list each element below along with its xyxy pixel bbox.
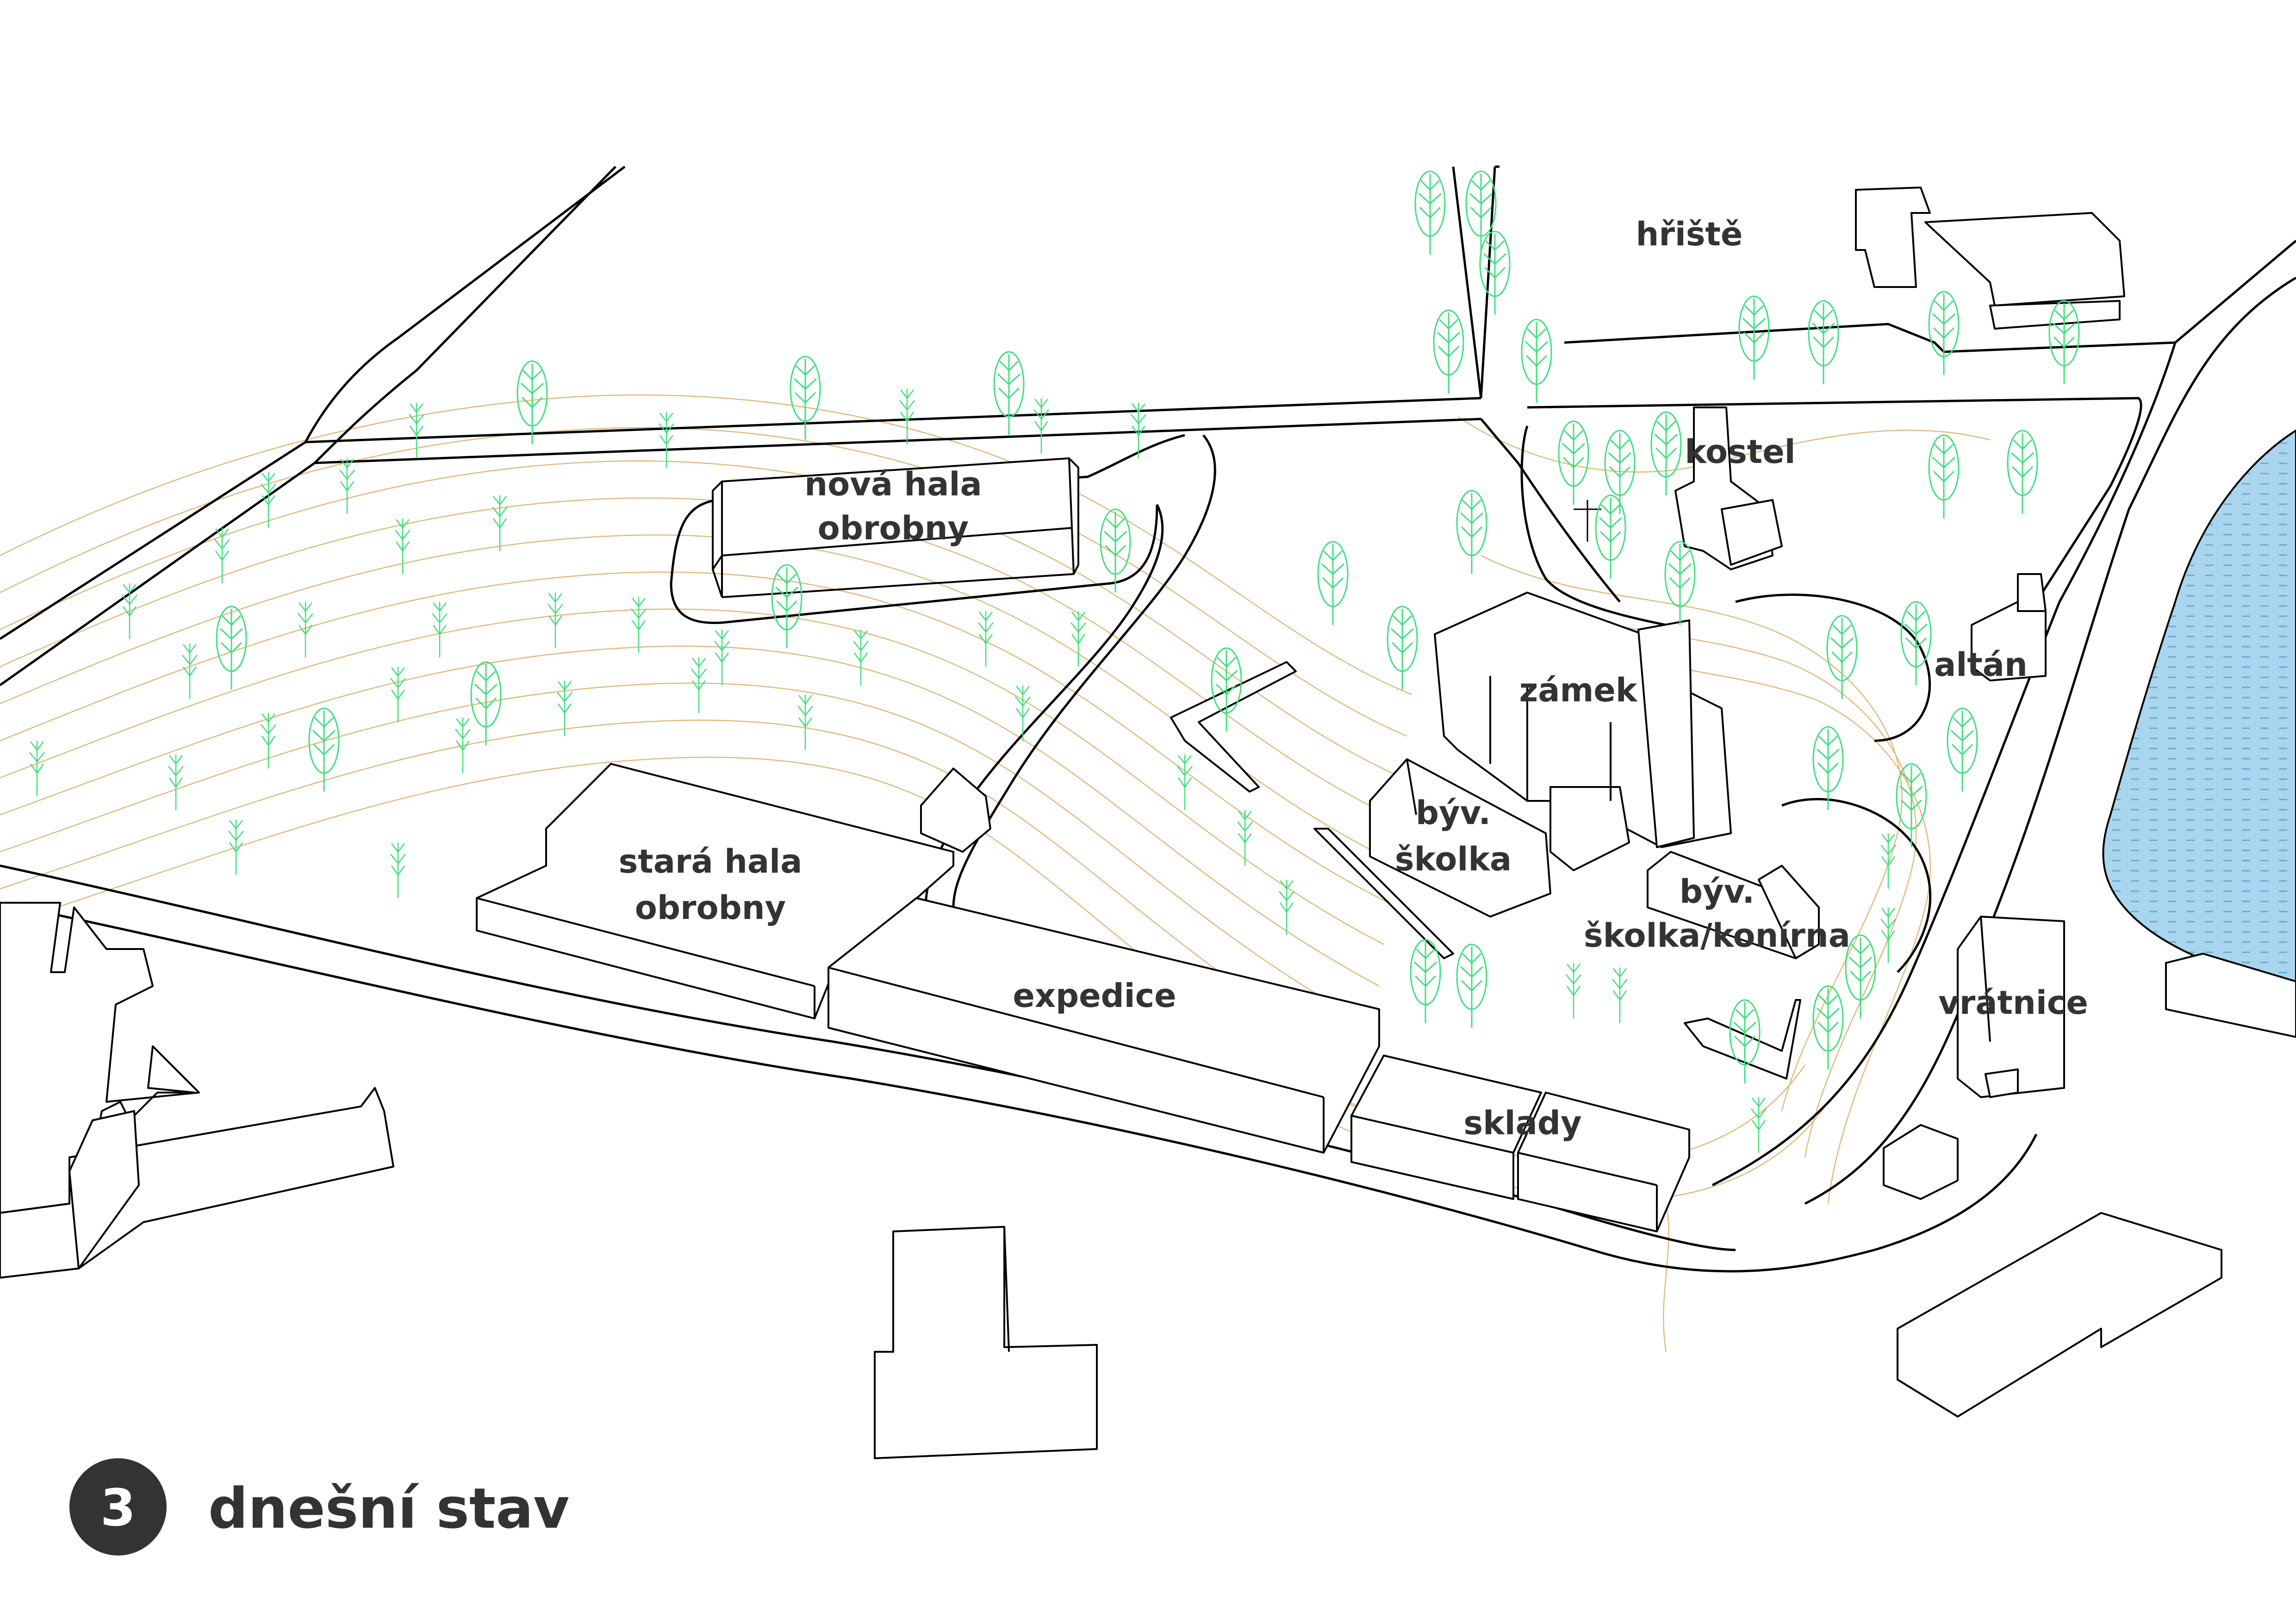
building-bottom-center: [874, 1226, 1098, 1459]
building-hriste-2: [1924, 212, 2125, 306]
pond: [2102, 429, 2296, 987]
label-expedice: expedice: [1013, 977, 1176, 1015]
legend-title: dnešní stav: [208, 1477, 569, 1541]
building-expedice: [828, 897, 1380, 1154]
label-byv-skolka-1: býv.: [1416, 794, 1491, 832]
roads: [0, 165, 2296, 1273]
ramp-3: [1684, 999, 1801, 1080]
building-right-2: [1883, 1124, 1959, 1200]
label-stara-hala-2: obrobny: [635, 889, 786, 927]
label-sklady: sklady: [1463, 1104, 1581, 1142]
label-byv-skolka-2: školka: [1395, 840, 1512, 878]
building-right-3: [1897, 1212, 2222, 1418]
building-small-stara: [920, 768, 991, 853]
legend-number-badge: [69, 1458, 167, 1555]
legend-number: 3: [100, 1478, 136, 1537]
building-stara-hala: [476, 763, 954, 1019]
label-stara-hala-1: stará hala: [619, 843, 803, 881]
building-hriste-1: [1855, 187, 1931, 288]
label-hriste: hřiště: [1636, 215, 1743, 253]
ramp-2: [1313, 828, 1454, 959]
label-vratnice: vrátnice: [1938, 984, 2088, 1022]
label-zamek: zámek: [1519, 671, 1638, 709]
map-labels: hřiště kostel nová hala obrobny zámek al…: [619, 215, 2088, 1142]
label-altan: altán: [1934, 646, 2028, 684]
legend: 3 dnešní stav: [69, 1458, 569, 1555]
building-right-1: [2165, 953, 2296, 1038]
building-hriste-3: [1989, 300, 2121, 330]
ramp-1: [1170, 661, 1297, 793]
label-kostel: kostel: [1685, 433, 1795, 471]
label-nova-hala-1: nová hala: [804, 465, 982, 503]
building-sklady-2: [1517, 1092, 1690, 1232]
buildings: [0, 187, 2296, 1459]
label-byv-konirna-2: školka/konírna: [1584, 917, 1850, 955]
label-nova-hala-2: obrobny: [818, 509, 969, 547]
label-byv-konirna-1: býv.: [1680, 873, 1755, 911]
